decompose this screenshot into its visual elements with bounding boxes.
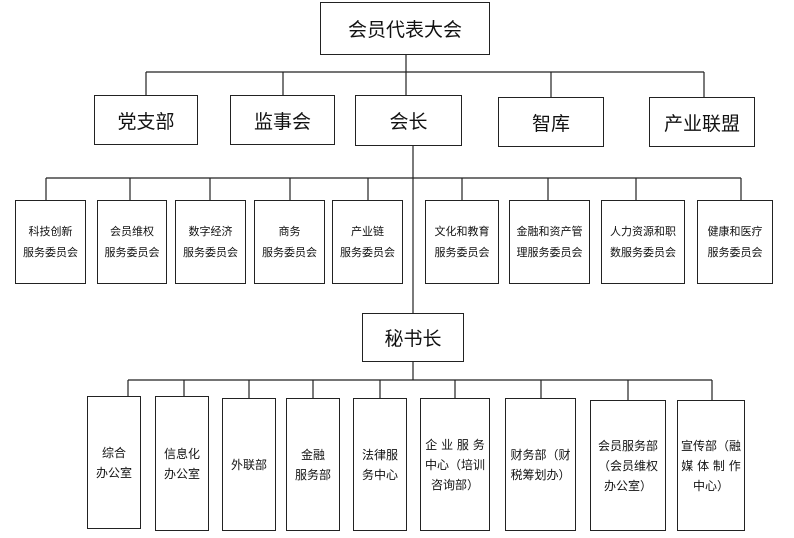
industry-alliance-box: 产业联盟 bbox=[649, 97, 755, 147]
department-box: 企 业 服 务 中心（培训 咨询部） bbox=[420, 398, 490, 531]
think-tank-label: 智库 bbox=[531, 112, 570, 135]
committee-box: 会员维权 服务委员会 bbox=[97, 200, 167, 284]
secretary-general-box: 秘书长 bbox=[362, 313, 464, 362]
department-label: 会员服务部 （会员维权 办公室） bbox=[597, 438, 658, 493]
general-assembly-label: 会员代表大会 bbox=[347, 19, 462, 41]
committee-box: 科技创新 服务委员会 bbox=[15, 200, 86, 284]
committee-box: 人力资源和职 数服务委员会 bbox=[601, 200, 685, 284]
department-label: 外联部 bbox=[230, 457, 267, 472]
committee-label: 产业链 服务委员会 bbox=[340, 225, 395, 259]
committee-label: 文化和教育 服务委员会 bbox=[434, 225, 490, 259]
department-box: 外联部 bbox=[222, 398, 276, 531]
committee-label: 健康和医疗 服务委员会 bbox=[707, 225, 763, 259]
committee-box: 金融和资产管 理服务委员会 bbox=[509, 200, 590, 284]
supervisory-board-box: 监事会 bbox=[230, 95, 335, 145]
department-box: 综合 办公室 bbox=[87, 396, 141, 529]
department-box: 宣传部（融 媒 体 制 作 中心） bbox=[677, 400, 745, 531]
department-label: 信息化 办公室 bbox=[163, 446, 200, 481]
department-box: 财务部（财 税筹划办） bbox=[505, 398, 576, 531]
party-branch-box: 党支部 bbox=[94, 95, 198, 145]
department-label: 法律服 务中心 bbox=[361, 447, 398, 482]
supervisory-board-label: 监事会 bbox=[253, 110, 311, 133]
committee-box: 产业链 服务委员会 bbox=[332, 200, 403, 284]
president-label: 会长 bbox=[389, 111, 428, 133]
secretary-general-label: 秘书长 bbox=[384, 328, 442, 350]
committee-box: 数字经济 服务委员会 bbox=[175, 200, 246, 284]
department-label: 金融 服务部 bbox=[294, 447, 331, 482]
committee-label: 金融和资产管 理服务委员会 bbox=[516, 225, 583, 259]
committee-label: 数字经济 服务委员会 bbox=[183, 225, 238, 259]
president-box: 会长 bbox=[355, 95, 462, 146]
department-label: 财务部（财 税筹划办） bbox=[510, 447, 571, 482]
committee-label: 科技创新 服务委员会 bbox=[23, 225, 78, 259]
department-label: 综合 办公室 bbox=[95, 445, 132, 480]
think-tank-box: 智库 bbox=[498, 97, 604, 147]
general-assembly-box: 会员代表大会 bbox=[320, 2, 490, 55]
committee-box: 商务 服务委员会 bbox=[254, 200, 325, 284]
department-box: 法律服 务中心 bbox=[353, 398, 407, 531]
committee-label: 会员维权 服务委员会 bbox=[104, 225, 160, 259]
department-box: 金融 服务部 bbox=[286, 398, 340, 531]
committee-box: 文化和教育 服务委员会 bbox=[425, 200, 499, 284]
department-label: 宣传部（融 媒 体 制 作 中心） bbox=[680, 438, 741, 493]
department-label: 企 业 服 务 中心（培训 咨询部） bbox=[424, 437, 485, 492]
committee-box: 健康和医疗 服务委员会 bbox=[697, 200, 773, 284]
party-branch-label: 党支部 bbox=[117, 110, 175, 133]
department-box: 信息化 办公室 bbox=[155, 396, 209, 531]
committee-label: 人力资源和职 数服务委员会 bbox=[610, 225, 676, 259]
department-box: 会员服务部 （会员维权 办公室） bbox=[590, 400, 666, 531]
industry-alliance-label: 产业联盟 bbox=[663, 112, 740, 135]
committee-label: 商务 服务委员会 bbox=[262, 225, 317, 259]
